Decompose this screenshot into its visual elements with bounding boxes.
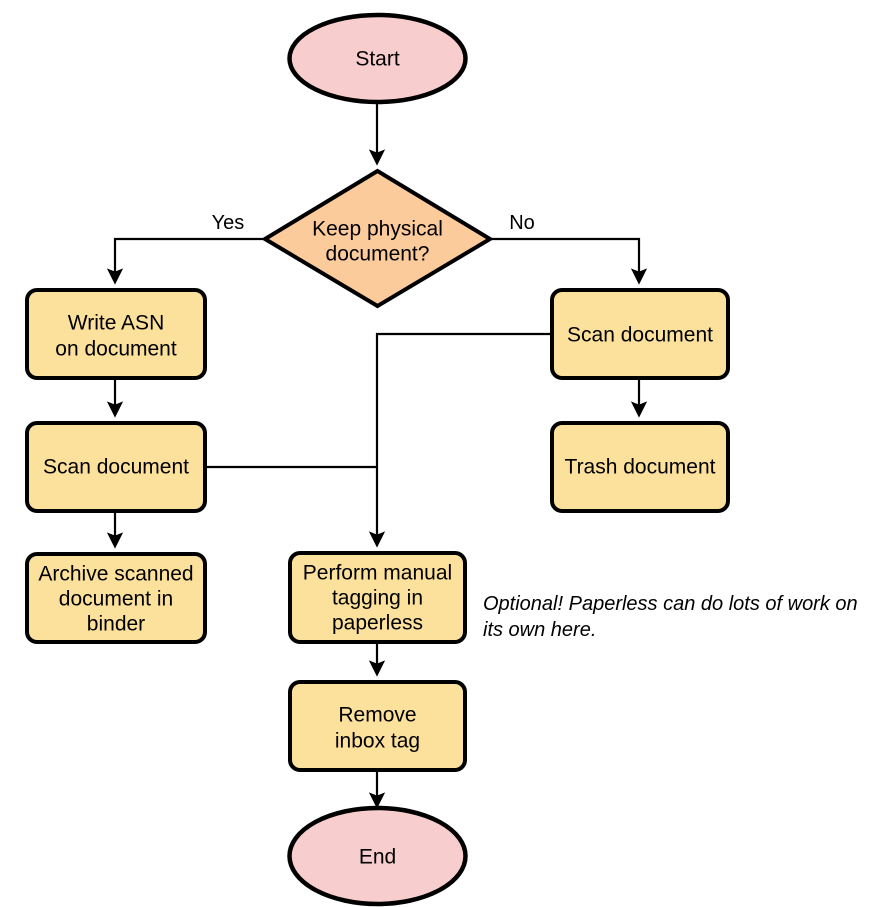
edge-label-yes: Yes (212, 212, 245, 234)
tagging-label-line1: Perform manual (303, 562, 452, 585)
end-ellipse (287, 805, 468, 907)
node-scan-document-right[interactable]: Scan document (550, 288, 730, 380)
trash-document-label: Trash document (565, 456, 716, 479)
write-asn-box (25, 288, 207, 380)
write-asn-label-line1: Write ASN (68, 312, 164, 335)
edge-scan-right-to-tagging (368, 332, 552, 548)
archive-box (25, 552, 207, 644)
decision-label-line1: Keep physical (312, 218, 443, 241)
remove-inbox-tag-box (288, 680, 467, 772)
edge-decision-no-to-scan-right (490, 237, 648, 285)
scan-document-left-box (25, 421, 207, 513)
tagging-label-line3: paperless (332, 612, 423, 635)
node-trash-document[interactable]: Trash document (550, 421, 730, 513)
trash-document-box (550, 421, 730, 513)
scan-document-right-box (550, 288, 730, 380)
node-write-asn[interactable]: Write ASN on document (25, 288, 207, 380)
scan-document-right-label: Scan document (567, 324, 713, 347)
write-asn-label-line2: on document (55, 338, 177, 361)
tagging-label-line2: tagging in (332, 587, 423, 610)
archive-label-line3: binder (87, 613, 145, 636)
archive-label-line2: document in (59, 588, 173, 611)
edge-decision-yes-to-write-asn (106, 237, 265, 285)
node-perform-manual-tagging[interactable]: Perform manual tagging in paperless (288, 551, 467, 644)
tagging-box (288, 551, 467, 644)
start-ellipse (287, 12, 468, 105)
remove-inbox-label-line1: Remove (338, 704, 416, 727)
scan-document-left-label: Scan document (43, 456, 189, 479)
start-label: Start (355, 48, 400, 71)
annotation-line1: Optional! Paperless can do lots of work … (483, 593, 858, 615)
edge-label-no: No (509, 212, 535, 234)
annotation-line2: its own here. (483, 619, 596, 641)
node-archive-scanned-document[interactable]: Archive scanned document in binder (25, 552, 207, 644)
node-scan-document-left[interactable]: Scan document (25, 421, 207, 513)
decision-label-line2: document? (326, 243, 430, 266)
edges-group (106, 102, 648, 809)
remove-inbox-label-line2: inbox tag (335, 730, 420, 753)
node-decision-keep-physical-document[interactable]: Keep physical document? (261, 168, 494, 309)
archive-label-line1: Archive scanned (38, 563, 193, 586)
node-remove-inbox-tag[interactable]: Remove inbox tag (288, 680, 467, 772)
annotation-note: Optional! Paperless can do lots of work … (483, 593, 858, 641)
node-end[interactable]: End (287, 805, 468, 907)
decision-diamond (261, 168, 494, 309)
end-label: End (359, 846, 396, 869)
node-start[interactable]: Start (287, 12, 468, 105)
